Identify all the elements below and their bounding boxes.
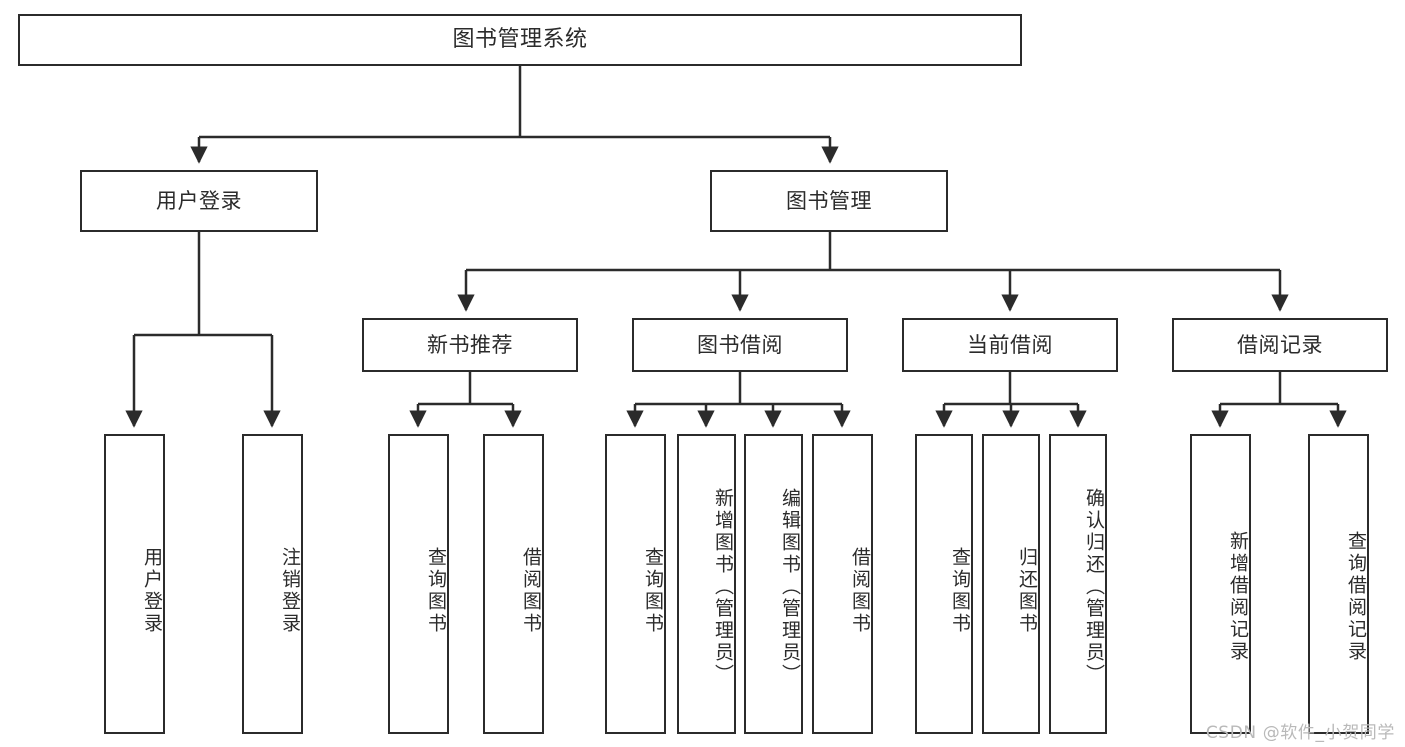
node-user-login[interactable]: 用户登录 bbox=[80, 170, 318, 232]
node-leaf-add-book-label: 新增图书（管理员） bbox=[712, 488, 734, 686]
node-leaf-query-book[interactable]: 查询图书 bbox=[605, 434, 666, 734]
node-leaf-add-record[interactable]: 新增借阅记录 bbox=[1190, 434, 1251, 734]
node-leaf-logout-label: 注销登录 bbox=[279, 547, 301, 635]
node-leaf-edit-book[interactable]: 编辑图书（管理员） bbox=[744, 434, 803, 734]
node-leaf-confirm-return[interactable]: 确认归还（管理员） bbox=[1049, 434, 1107, 734]
node-current-borrow[interactable]: 当前借阅 bbox=[902, 318, 1118, 372]
watermark: CSDN @软件_小贺同学 bbox=[1205, 723, 1395, 743]
node-leaf-query-book-cur[interactable]: 查询图书 bbox=[915, 434, 973, 734]
node-leaf-query-record[interactable]: 查询借阅记录 bbox=[1308, 434, 1369, 734]
node-leaf-query-book-label: 查询图书 bbox=[642, 547, 664, 635]
node-leaf-borrow-book[interactable]: 借阅图书 bbox=[812, 434, 873, 734]
node-leaf-return-book-label: 归还图书 bbox=[1016, 547, 1038, 635]
node-leaf-edit-book-label: 编辑图书（管理员） bbox=[779, 488, 801, 686]
node-borrow-record[interactable]: 借阅记录 bbox=[1172, 318, 1388, 372]
node-leaf-query-record-label: 查询借阅记录 bbox=[1345, 531, 1367, 663]
node-leaf-add-book[interactable]: 新增图书（管理员） bbox=[677, 434, 736, 734]
node-leaf-logout[interactable]: 注销登录 bbox=[242, 434, 303, 734]
node-leaf-borrow-book-label: 借阅图书 bbox=[849, 547, 871, 635]
node-root-label: 图书管理系统 bbox=[452, 27, 588, 53]
node-root[interactable]: 图书管理系统 bbox=[18, 14, 1022, 66]
node-book-borrow[interactable]: 图书借阅 bbox=[632, 318, 848, 372]
node-leaf-confirm-return-label: 确认归还（管理员） bbox=[1083, 488, 1105, 686]
node-new-book-rec-label: 新书推荐 bbox=[427, 332, 513, 357]
node-leaf-query-book-rec[interactable]: 查询图书 bbox=[388, 434, 449, 734]
node-book-manage-label: 图书管理 bbox=[786, 188, 872, 213]
node-leaf-return-book[interactable]: 归还图书 bbox=[982, 434, 1040, 734]
node-leaf-query-book-rec-label: 查询图书 bbox=[425, 547, 447, 635]
node-book-borrow-label: 图书借阅 bbox=[697, 332, 783, 357]
node-leaf-borrow-book-rec-label: 借阅图书 bbox=[520, 547, 542, 635]
node-current-borrow-label: 当前借阅 bbox=[967, 332, 1053, 357]
node-user-login-label: 用户登录 bbox=[156, 188, 242, 213]
node-leaf-user-login-label: 用户登录 bbox=[141, 547, 163, 635]
node-leaf-add-record-label: 新增借阅记录 bbox=[1227, 531, 1249, 663]
node-leaf-query-book-cur-label: 查询图书 bbox=[949, 547, 971, 635]
node-book-manage[interactable]: 图书管理 bbox=[710, 170, 948, 232]
node-leaf-borrow-book-rec[interactable]: 借阅图书 bbox=[483, 434, 544, 734]
node-leaf-user-login[interactable]: 用户登录 bbox=[104, 434, 165, 734]
node-new-book-rec[interactable]: 新书推荐 bbox=[362, 318, 578, 372]
node-borrow-record-label: 借阅记录 bbox=[1237, 332, 1323, 357]
